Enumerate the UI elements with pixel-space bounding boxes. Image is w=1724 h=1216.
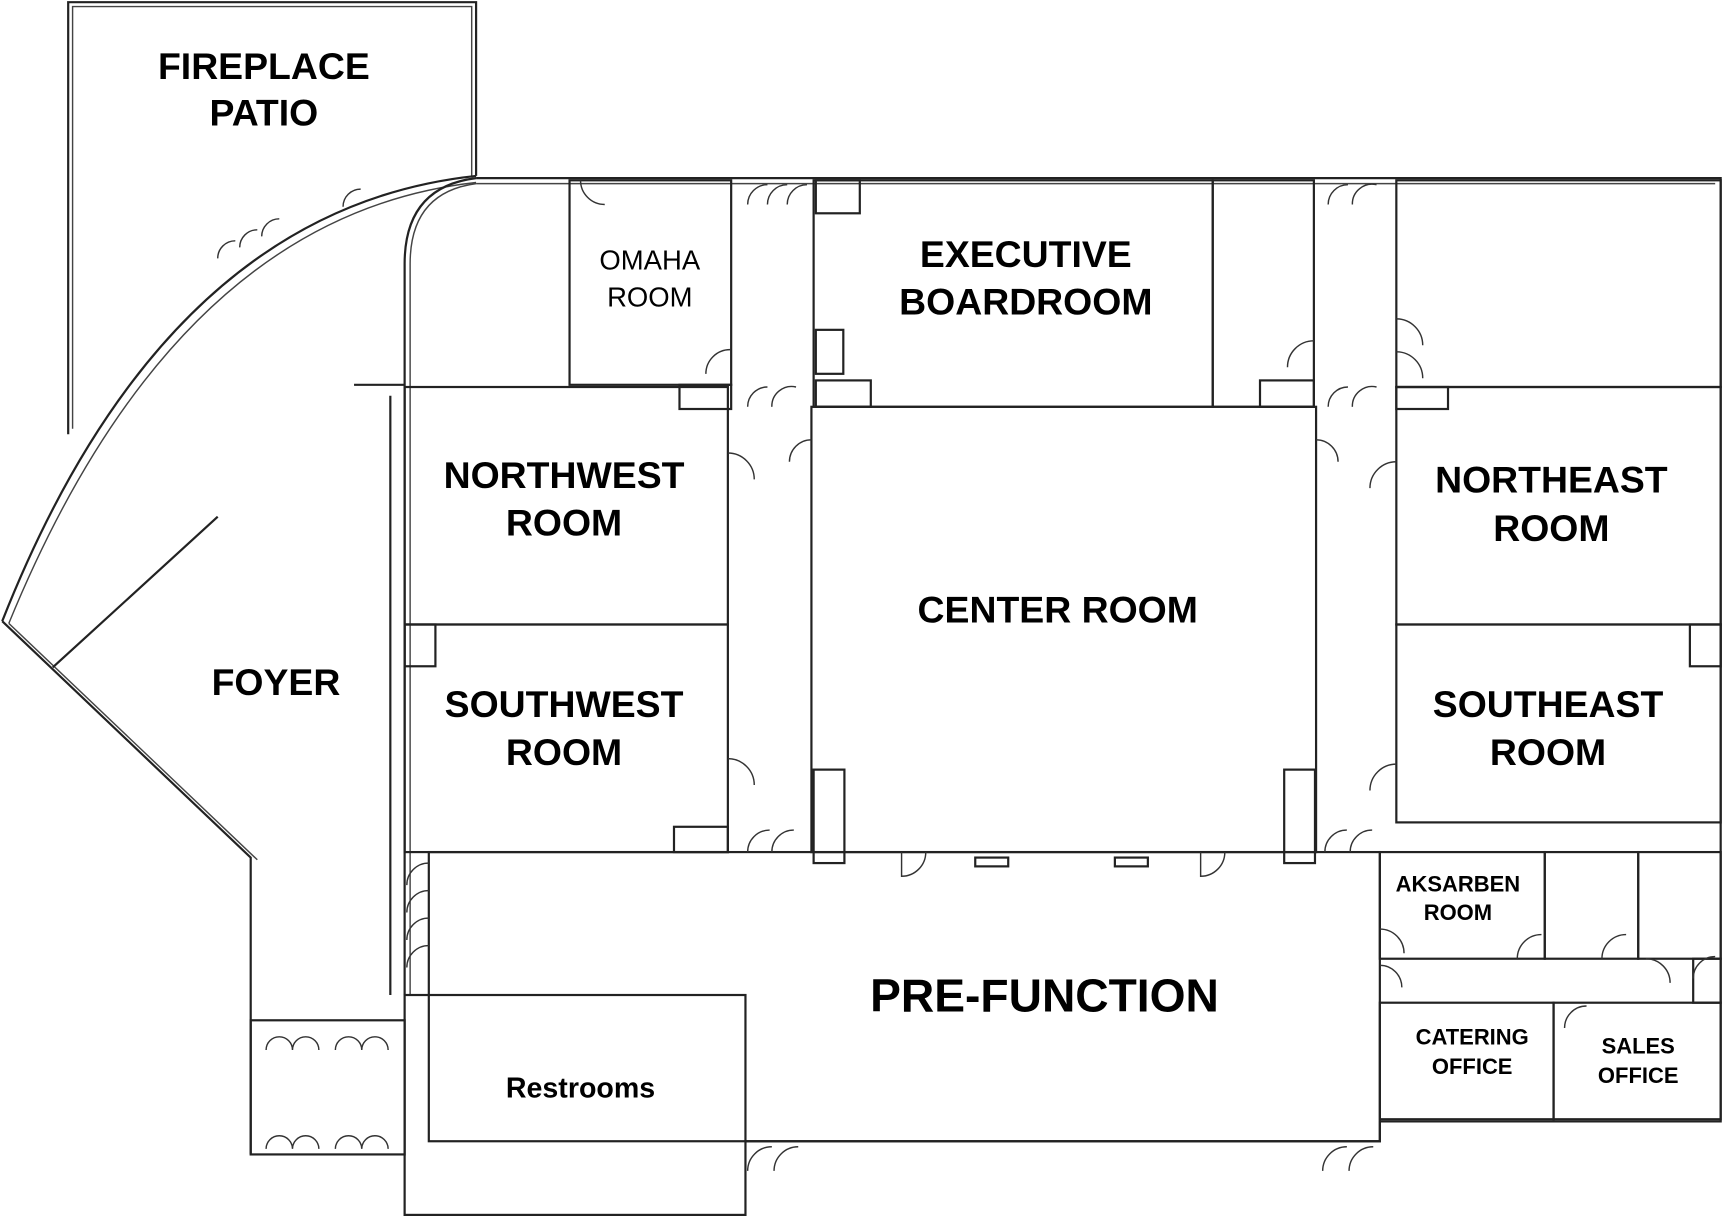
- foyer-curved-wall: [1, 174, 477, 1155]
- sales-office: [1552, 1001, 1722, 1121]
- omaha-room: [568, 179, 733, 386]
- storage-1: [1543, 850, 1640, 960]
- northeast-upper-room: [1395, 179, 1722, 389]
- restrooms-label: Restrooms: [506, 1072, 655, 1104]
- center-room-label: CENTER ROOM: [918, 588, 1198, 630]
- fireplace-patio: [67, 1, 478, 435]
- storage-2: [1637, 850, 1722, 960]
- pre-function-label: PRE-FUNCTION: [870, 970, 1219, 1022]
- northeast-room: [1395, 385, 1722, 626]
- doors: [217, 180, 1716, 1171]
- columns: [403, 179, 1722, 1004]
- restrooms: [403, 993, 747, 1216]
- southeast-room: [1395, 623, 1722, 824]
- pre-function: [427, 850, 1381, 1143]
- boardroom-closet: [1211, 179, 1315, 408]
- entry-vestibule: [249, 1019, 406, 1156]
- foyer-label: FOYER: [212, 661, 341, 703]
